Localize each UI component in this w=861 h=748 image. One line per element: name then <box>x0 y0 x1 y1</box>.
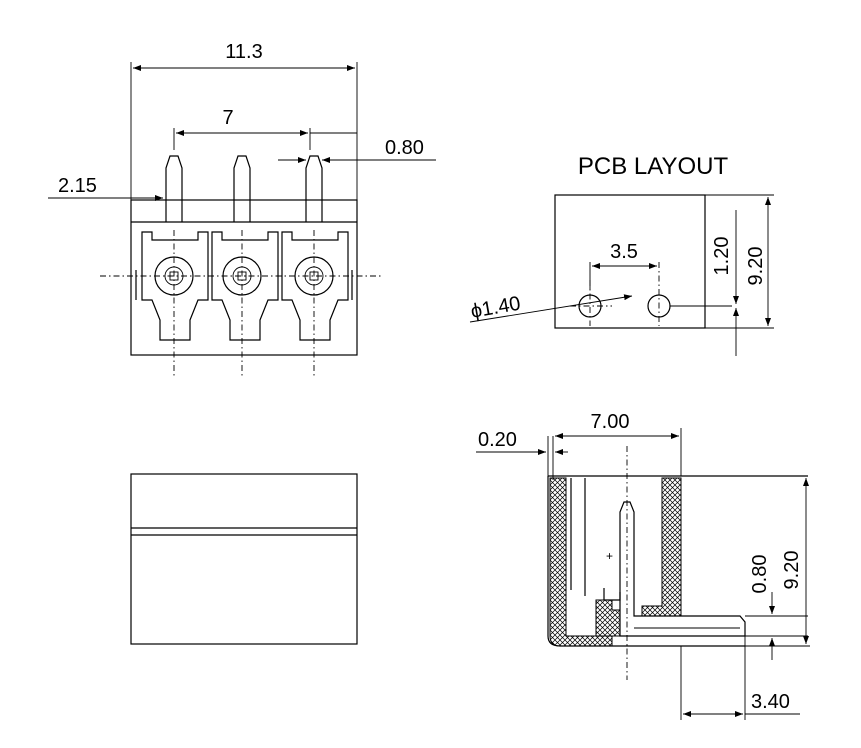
side-hatch-right-wall <box>641 477 682 617</box>
overhang-label: 3.40 <box>751 691 790 713</box>
side-view: 7.00 0.20 + 0.80 9.20 3.40 <box>476 411 810 720</box>
side-hatch-clamp <box>595 599 621 637</box>
front-view: 11.3 7 0.80 2.15 <box>48 41 436 378</box>
side-pin <box>619 501 746 637</box>
side-height-label: 9.20 <box>781 551 803 590</box>
clamp-cell-3 <box>281 231 349 341</box>
pin-plus-mark: + <box>606 549 613 563</box>
clamp-cell-1 <box>141 231 209 341</box>
front-body-outline <box>130 199 358 356</box>
hole-diameter-leader <box>469 294 633 323</box>
pins <box>165 155 323 222</box>
side-depth-label: 7.00 <box>591 411 630 433</box>
pin-3 <box>305 155 323 222</box>
width-label: 11.3 <box>225 41 262 63</box>
pin-1 <box>165 155 183 222</box>
pin-label: 0.80 <box>385 137 424 159</box>
clamp-cells <box>135 231 353 341</box>
top-body-outline <box>130 473 358 645</box>
pcb-offset-label: 1.20 <box>711 237 733 276</box>
clamp-cell-2 <box>211 231 279 341</box>
pcb-layout-title: PCB LAYOUT <box>578 153 729 180</box>
hole-diameter-label: ϕ1.40 <box>469 293 522 323</box>
top-view <box>130 473 358 645</box>
pcb-layout-view: PCB LAYOUT 3.5 ϕ1.40 1.20 9.20 <box>469 153 774 356</box>
pcb-pitch-label: 3.5 <box>610 241 638 263</box>
pin-2 <box>233 155 251 222</box>
pitch-label: 7 <box>222 107 233 129</box>
offset-label: 2.15 <box>58 175 97 197</box>
pcb-height-label: 9.20 <box>745 247 767 286</box>
side-clamp-top <box>603 588 621 601</box>
gap-label: 0.20 <box>478 429 517 451</box>
pcb-outline <box>554 194 706 329</box>
side-pin-label: 0.80 <box>749 555 771 594</box>
